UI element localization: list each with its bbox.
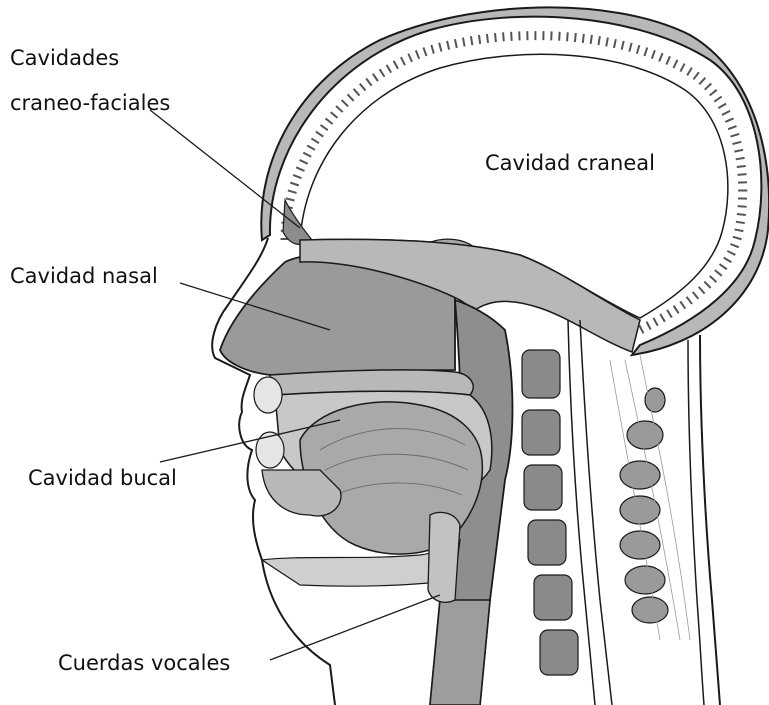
vertebra-3 xyxy=(524,465,562,510)
label-cavidad-bucal: Cavidad bucal xyxy=(28,465,177,492)
leader-line-cuerdas xyxy=(270,595,440,660)
label-cuerdas-vocales: Cuerdas vocales xyxy=(58,650,230,677)
neck-back-outline xyxy=(700,335,720,705)
spinous-process-3 xyxy=(620,461,660,489)
label-cavidad-nasal: Cavidad nasal xyxy=(10,263,158,290)
spinal-canal-back xyxy=(580,320,612,705)
lower-teeth xyxy=(256,432,284,468)
spinous-process-7 xyxy=(632,597,668,623)
label-cavidades-craneo-faciales-line2: craneo-faciales xyxy=(10,90,170,117)
vertebra-6 xyxy=(540,630,578,675)
spinous-processes xyxy=(620,388,668,623)
spinous-process-6 xyxy=(625,566,665,594)
label-cavidad-craneal: Cavidad craneal xyxy=(485,150,655,177)
vertebra-2 xyxy=(522,410,560,455)
trachea xyxy=(430,600,490,705)
vertebra-4 xyxy=(528,520,566,565)
vertebra-5 xyxy=(534,575,572,620)
label-cavidades-craneo-faciales-line1: Cavidades xyxy=(10,45,119,72)
spinous-process-5 xyxy=(620,531,660,559)
spinous-process-1 xyxy=(645,388,665,412)
spinous-process-2 xyxy=(627,421,663,449)
larynx xyxy=(428,512,460,602)
upper-teeth xyxy=(254,377,282,413)
vertebra-1 xyxy=(522,350,560,398)
cervical-spine xyxy=(522,350,578,675)
